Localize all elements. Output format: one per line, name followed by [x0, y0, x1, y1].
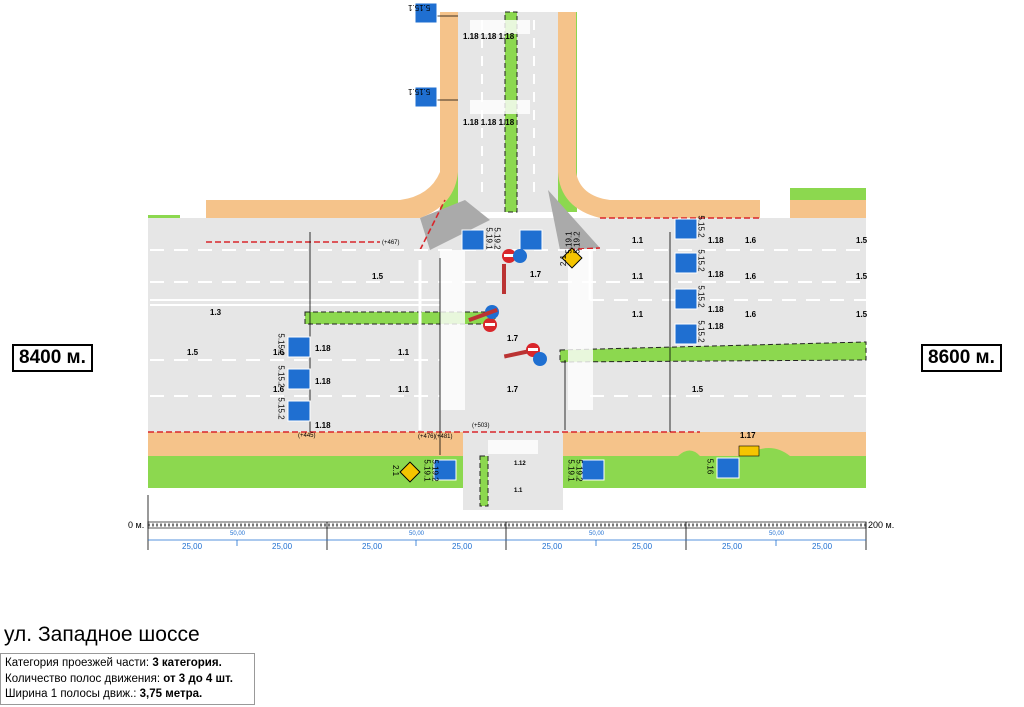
label-1-7-2: 1.7 [507, 385, 519, 394]
chainage-right: 8600 м. [921, 344, 1002, 372]
label-1-18-top2: 1.18 1.18 1.18 [463, 118, 515, 127]
sign-leaders [309, 15, 671, 455]
label-1-7-3: 1.7 [530, 270, 542, 279]
label-1-1: 1.1 [398, 348, 410, 357]
label-1-18-r4: 1.18 [708, 322, 724, 331]
scale-seg-7: 25,00 [722, 542, 743, 551]
label-1-18-r3: 1.18 [708, 305, 724, 314]
label-1-6-r1: 1.6 [745, 236, 757, 245]
offset-467: (+467) [382, 240, 400, 246]
info-width: Ширина 1 полосы движ.: 3,75 метра. [5, 687, 250, 703]
priority-signs [399, 247, 583, 483]
scale-seg-1: 25,00 [182, 542, 203, 551]
label-1-6-r2: 1.6 [745, 272, 757, 281]
label-1-6-r3: 1.6 [745, 310, 757, 319]
road-info-box: Категория проезжей части: 3 категория. К… [0, 653, 255, 705]
label-1-7: 1.7 [507, 334, 519, 343]
info-lanes-label: Количество полос движения: [5, 672, 164, 685]
label-1-1-bottom: 1.1 [514, 488, 523, 494]
chainage-left: 8400 м. [12, 344, 93, 372]
label-1-6: 1.6 [273, 348, 285, 357]
scale-mid-3: 50,00 [589, 531, 605, 537]
label-1-6-2: 1.6 [273, 385, 285, 394]
info-category: Категория проезжей части: 3 категория. [5, 656, 250, 672]
info-category-label: Категория проезжей части: [5, 657, 153, 669]
sidewalks [148, 12, 866, 456]
label-1-5-3: 1.5 [692, 385, 704, 394]
label-1-5-r1: 1.5 [856, 236, 868, 245]
offset-445: (+445) [298, 433, 316, 439]
bus-stop-sign [738, 445, 760, 457]
stop-lines [418, 250, 592, 430]
scale-seg-6: 25,00 [632, 542, 653, 551]
label-1-1-r1: 1.1 [632, 236, 644, 245]
label-1-18-r2: 1.18 [708, 270, 724, 279]
label-1-1-r3: 1.1 [632, 310, 644, 319]
label-1-1-r2: 1.1 [632, 272, 644, 281]
scale-bar [147, 495, 867, 550]
info-lanes-value: от 3 до 4 шт. [163, 672, 233, 685]
label-1-5: 1.5 [372, 272, 384, 281]
curb-lines [148, 199, 760, 433]
scale-mid-4: 50,00 [769, 531, 785, 537]
label-1-18-r1: 1.18 [708, 236, 724, 245]
info-category-value: 3 категория. [152, 657, 222, 669]
scale-seg-8: 25,00 [812, 542, 833, 551]
scale-seg-5: 25,00 [542, 542, 563, 551]
direction-signs [287, 2, 740, 481]
label-1-12: 1.12 [514, 461, 526, 467]
crosswalks [440, 20, 593, 454]
scale-end: 200 м. [868, 520, 895, 530]
offset-481: (+481) [435, 434, 453, 440]
lane-markings [150, 20, 866, 397]
label-1-5b: 1.5 [187, 348, 199, 357]
traffic-islands [420, 190, 600, 250]
label-1-18-2: 1.18 [315, 377, 331, 386]
street-title: ул. Западное шоссе [4, 623, 200, 646]
label-1-18-top: 1.18 1.18 1.18 [463, 32, 515, 41]
scale-seg-4: 25,00 [452, 542, 473, 551]
label-1-1-2: 1.1 [398, 385, 410, 394]
info-width-value: 3,75 метра. [139, 688, 203, 700]
scale-seg-2: 25,00 [272, 542, 293, 551]
label-1-3: 1.3 [210, 308, 222, 317]
label-1-18: 1.18 [315, 344, 331, 353]
scale-mid-2: 50,00 [409, 531, 425, 537]
scale-mid-1: 50,00 [230, 531, 246, 537]
offset-476: (+476) [418, 434, 436, 440]
label-1-5-r2: 1.5 [856, 272, 868, 281]
label-1-17: 1.17 [740, 431, 756, 440]
label-1-5-r3: 1.5 [856, 310, 868, 319]
scale-start: 0 м. [128, 520, 145, 530]
scale-seg-3: 25,00 [362, 542, 383, 551]
label-1-18-3: 1.18 [315, 421, 331, 430]
info-width-label: Ширина 1 полосы движ.: [5, 688, 140, 700]
info-lanes: Количество полос движения: от 3 до 4 шт. [5, 672, 250, 688]
restriction-signs [468, 249, 547, 366]
offset-503: (+503) [472, 423, 490, 429]
